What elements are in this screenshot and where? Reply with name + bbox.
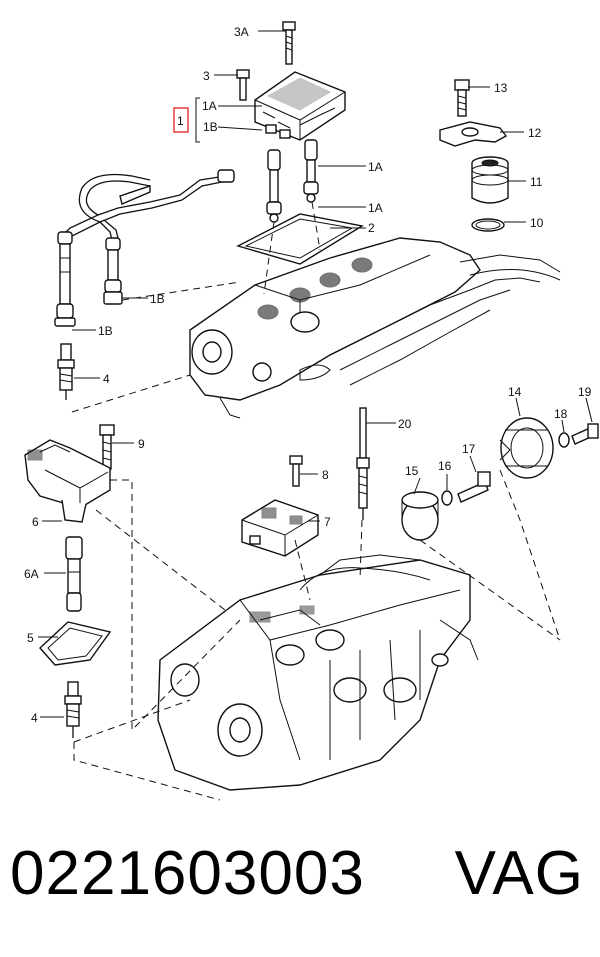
bolt-19 bbox=[571, 423, 599, 445]
glow-plug-20 bbox=[356, 407, 370, 520]
bolt-8 bbox=[289, 455, 303, 487]
single-coil-assembly bbox=[24, 424, 115, 738]
brand-name: VAG bbox=[454, 839, 584, 908]
washer-16 bbox=[441, 490, 453, 506]
exploded-parts-diagram: 3A 3 1 1A 1B 1A 1A 2 1B 1B 4 13 12 11 10… bbox=[24, 21, 599, 801]
label-1b-lead2: 1B bbox=[98, 324, 113, 338]
label-10: 10 bbox=[530, 216, 544, 230]
spark-plug-bottom bbox=[64, 681, 82, 738]
coil-boot-6a bbox=[65, 536, 83, 612]
label-6a: 6A bbox=[24, 567, 39, 581]
label-13: 13 bbox=[494, 81, 508, 95]
damper-15 bbox=[401, 491, 439, 541]
coil-plug-left bbox=[266, 149, 282, 223]
label-5: 5 bbox=[27, 631, 34, 645]
sensor-14 bbox=[499, 417, 554, 479]
bolt-9 bbox=[99, 424, 115, 470]
label-12: 12 bbox=[528, 126, 542, 140]
coil-pack-assembly bbox=[54, 21, 364, 400]
label-3a: 3A bbox=[234, 25, 249, 39]
spark-plug-top bbox=[57, 343, 75, 400]
gasket-5 bbox=[39, 621, 112, 666]
spark-plug-connector-right bbox=[103, 237, 123, 305]
reference-lines-top bbox=[71, 201, 321, 413]
mount-assembly bbox=[439, 79, 509, 232]
label-6: 6 bbox=[32, 515, 39, 529]
label-1a-coil2: 1A bbox=[368, 201, 383, 215]
label-7: 7 bbox=[324, 515, 331, 529]
coil-housing bbox=[254, 71, 346, 141]
part-number: 0221603003 bbox=[10, 839, 365, 908]
label-2: 2 bbox=[368, 221, 375, 235]
label-1a-coil1: 1A bbox=[368, 160, 383, 174]
part-labels: 3A 3 1 1A 1B 1A 1A 2 1B 1B 4 13 12 11 10… bbox=[24, 25, 592, 725]
label-8: 8 bbox=[322, 468, 329, 482]
spark-plug-connector-left bbox=[54, 231, 76, 327]
label-4-bottom: 4 bbox=[31, 711, 38, 725]
grommet-11 bbox=[471, 156, 509, 204]
label-15: 15 bbox=[405, 464, 419, 478]
label-1a-top: 1A bbox=[202, 99, 217, 113]
washer-18 bbox=[558, 432, 570, 448]
leader-lines bbox=[38, 30, 593, 718]
label-1: 1 bbox=[177, 114, 184, 128]
engine-head-top bbox=[189, 237, 561, 419]
o-ring-10 bbox=[471, 218, 505, 232]
label-1b-top: 1B bbox=[203, 120, 218, 134]
label-16: 16 bbox=[438, 459, 452, 473]
label-9: 9 bbox=[138, 437, 145, 451]
control-module-7 bbox=[241, 499, 319, 557]
label-11: 11 bbox=[530, 175, 543, 189]
bracket-12 bbox=[439, 121, 508, 147]
coil-6 bbox=[24, 439, 111, 523]
reference-lines-bottom bbox=[73, 469, 561, 801]
label-4-top: 4 bbox=[103, 372, 110, 386]
label-17: 17 bbox=[462, 442, 476, 456]
caption-bar: 0221603003 VAG bbox=[0, 820, 600, 957]
coil-plug-right bbox=[303, 139, 319, 203]
highlight-box-1 bbox=[173, 107, 189, 133]
bolt-17 bbox=[457, 471, 491, 503]
bolt-3a bbox=[282, 21, 296, 65]
label-19: 19 bbox=[578, 385, 592, 399]
ignition-lead-harness bbox=[61, 169, 235, 243]
label-14: 14 bbox=[508, 385, 522, 399]
label-3: 3 bbox=[203, 69, 210, 83]
label-18: 18 bbox=[554, 407, 568, 421]
bolt-3 bbox=[236, 69, 250, 101]
label-20: 20 bbox=[398, 417, 412, 431]
bolt-13 bbox=[454, 79, 470, 117]
engine-bottom bbox=[157, 554, 479, 791]
label-1b-lead1: 1B bbox=[150, 292, 165, 306]
